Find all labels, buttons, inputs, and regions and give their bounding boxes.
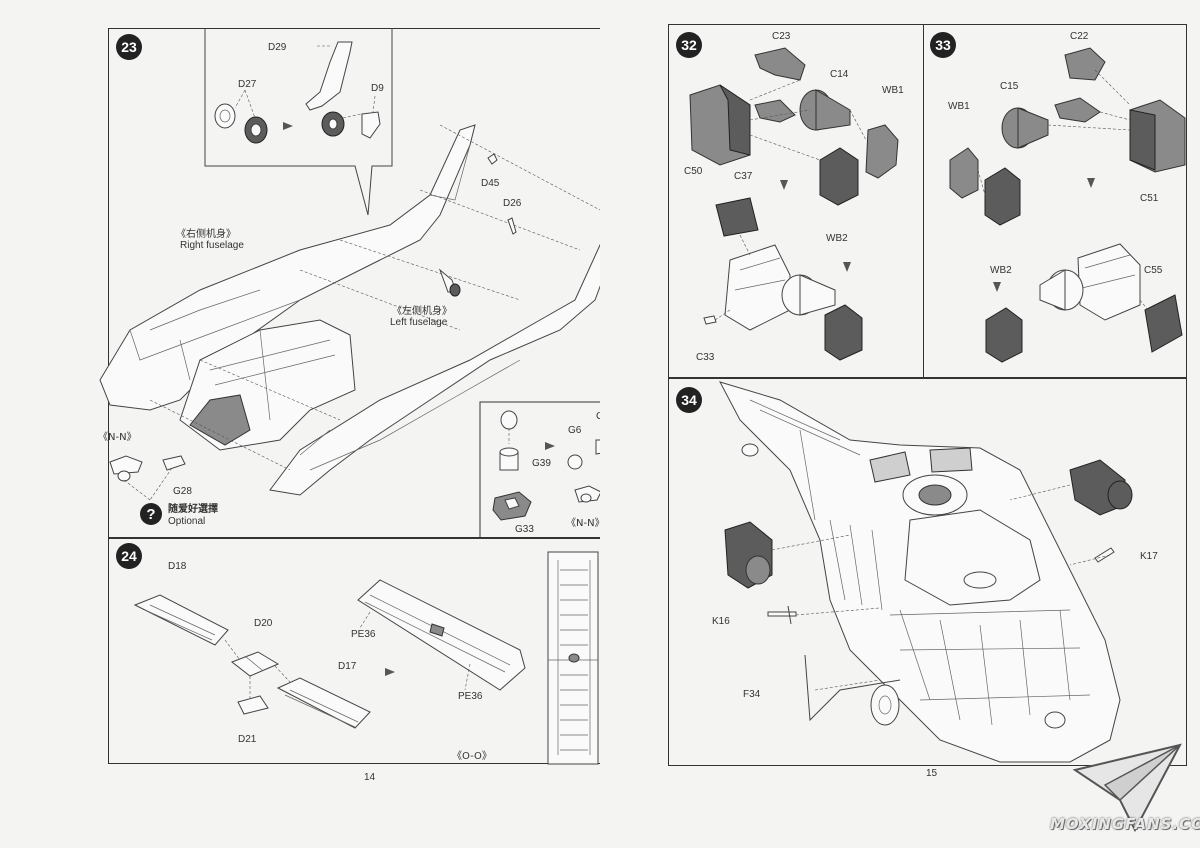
label-optional-cn: 随爱好選擇 bbox=[168, 504, 218, 515]
label-right-fuselage-cn: 《右侧机身》 bbox=[176, 229, 236, 240]
label-c50: C50 bbox=[684, 166, 703, 177]
label-c23: C23 bbox=[772, 31, 791, 42]
instruction-page-right: 32 33 bbox=[600, 0, 1200, 848]
engine-right-parts bbox=[950, 48, 1185, 362]
label-c55: C55 bbox=[1144, 265, 1163, 276]
landing-gear-inset bbox=[205, 28, 392, 215]
label-d26: D26 bbox=[503, 198, 522, 209]
label-wb1-32: WB1 bbox=[882, 85, 904, 96]
label-c14: C14 bbox=[830, 69, 849, 80]
label-oo-mark: 《O-O》 bbox=[452, 751, 492, 762]
label-c15: C15 bbox=[1000, 81, 1019, 92]
stabilizer-parts bbox=[135, 580, 525, 728]
label-wb2-33: WB2 bbox=[990, 265, 1012, 276]
label-optional-en: Optional bbox=[168, 516, 206, 527]
step-34-panel bbox=[668, 378, 1187, 766]
label-d18: D18 bbox=[168, 561, 187, 572]
label-wb1-33: WB1 bbox=[948, 101, 970, 112]
label-f34: F34 bbox=[743, 689, 761, 700]
label-pe36-a: PE36 bbox=[351, 629, 376, 640]
label-d20: D20 bbox=[254, 618, 273, 629]
label-d29: D29 bbox=[268, 42, 287, 53]
helicopter-nose-assembly bbox=[720, 382, 1132, 762]
label-k16: K16 bbox=[712, 616, 730, 627]
label-c51: C51 bbox=[1140, 193, 1159, 204]
label-c37: C37 bbox=[734, 171, 753, 182]
step-24-badge: 24 bbox=[116, 543, 142, 569]
optional-parts-nn bbox=[110, 456, 185, 500]
label-d21: D21 bbox=[238, 734, 257, 745]
label-right-fuselage-en: Right fuselage bbox=[180, 240, 244, 251]
optional-question-icon: ? bbox=[140, 503, 162, 525]
label-g28: G28 bbox=[173, 486, 192, 497]
label-left-fuselage-cn: 《左侧机身》 bbox=[392, 306, 452, 317]
label-d17: D17 bbox=[338, 661, 357, 672]
label-left-fuselage-en: Left fuselage bbox=[390, 317, 448, 328]
label-d45: D45 bbox=[481, 178, 500, 189]
step-24-drawing bbox=[0, 0, 600, 848]
label-pe36-b: PE36 bbox=[458, 691, 483, 702]
sensor-parts-inset bbox=[480, 402, 626, 538]
step-34-badge: 34 bbox=[676, 387, 702, 413]
label-c22: C22 bbox=[1070, 31, 1089, 42]
engine-left-parts bbox=[690, 48, 898, 360]
step-34-drawing bbox=[600, 0, 1200, 848]
watermark-text: MOXINGFANS.COM bbox=[1050, 815, 1200, 833]
step-32-badge: 32 bbox=[676, 32, 702, 58]
instruction-page-left: 23 bbox=[0, 0, 600, 848]
label-g33: G33 bbox=[515, 524, 534, 535]
steps-32-33-drawing bbox=[600, 0, 1200, 848]
label-wb2-32: WB2 bbox=[826, 233, 848, 244]
label-g6: G6 bbox=[568, 425, 582, 436]
fuselage-halves bbox=[100, 125, 622, 495]
step-33-panel bbox=[923, 24, 1187, 378]
paper-plane-logo-icon bbox=[1072, 743, 1182, 833]
step-23-badge: 23 bbox=[116, 34, 142, 60]
stabilizer-detail-oo bbox=[548, 552, 598, 764]
label-k17: K17 bbox=[1140, 551, 1158, 562]
label-d9: D9 bbox=[371, 83, 384, 94]
step-33-badge: 33 bbox=[930, 32, 956, 58]
label-c33: C33 bbox=[696, 352, 715, 363]
label-nn-mark-2: 《N-N》 bbox=[566, 518, 605, 529]
label-g39: G39 bbox=[532, 458, 551, 469]
page-number-right: 15 bbox=[926, 768, 938, 779]
page-number-left: 14 bbox=[364, 772, 376, 783]
label-d27: D27 bbox=[238, 79, 257, 90]
label-nn-mark-1: 《N-N》 bbox=[98, 432, 137, 443]
step-23-drawing bbox=[0, 0, 600, 848]
